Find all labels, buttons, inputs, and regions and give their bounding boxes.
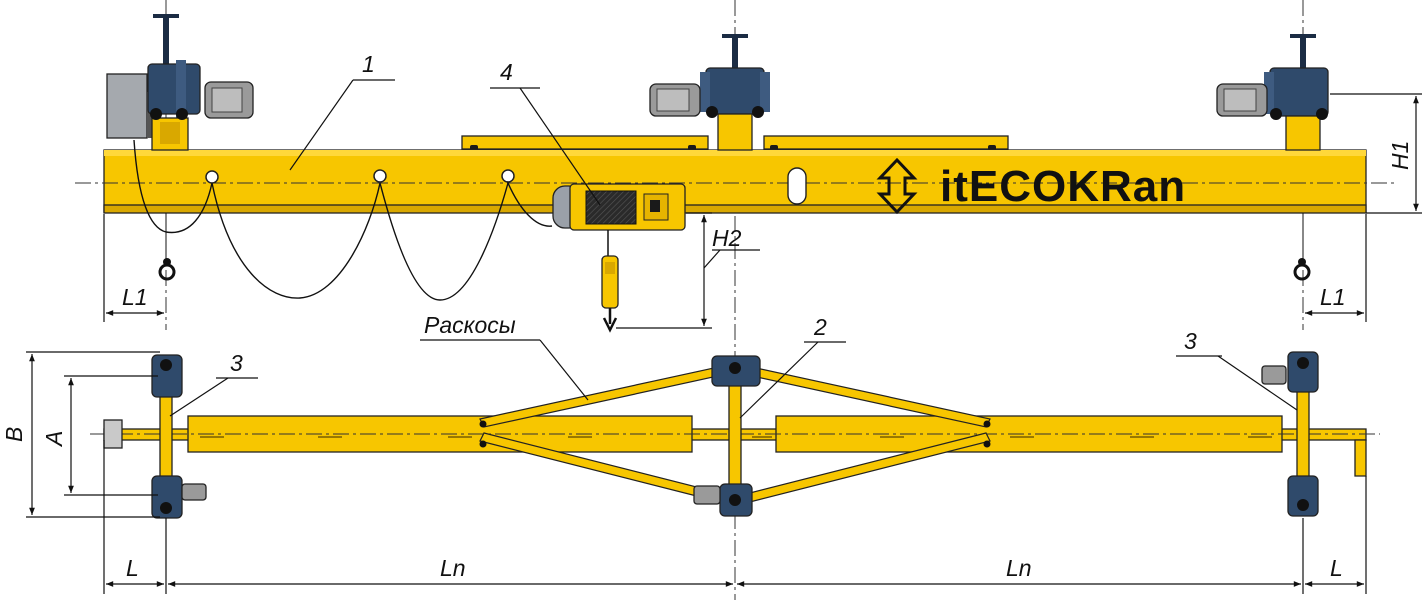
leader-2: 2 [739,314,846,419]
double-arrow-icon [876,157,918,215]
brace-joints [479,420,991,448]
label-part-3-right: 3 [1184,328,1197,354]
label-a: A [41,431,67,448]
dim-b: B [1,351,160,518]
rail-left [163,18,169,100]
label-l-right: L [1330,555,1343,581]
label-ln-left: Ln [440,555,466,581]
label-part-4: 4 [500,59,513,85]
plan-motor-center [693,485,721,505]
platform-plate-left [461,135,709,150]
label-l1-left: L1 [122,284,148,310]
label-l-left: L [126,555,139,581]
plan-motor-left [181,483,207,501]
dim-a: A [41,375,158,496]
festoon-cable [133,139,553,301]
cable-eyes [205,169,515,184]
label-part-2: 2 [813,314,827,340]
elevation-view: itECOKRan H1 H2 L1 L1 [75,0,1422,600]
dim-l1-left: L1 [103,214,164,322]
hoist [552,183,686,258]
dim-chain-bottom: L Ln Ln L [103,440,1367,594]
label-b: B [1,427,27,442]
hook-block [601,255,619,333]
plan-carriage-center [693,355,761,517]
label-l1-right: L1 [1320,284,1346,310]
label-part-1: 1 [362,51,375,77]
plan-carriage-left [103,354,207,519]
leader-3-right: 3 [1176,328,1298,411]
beam-end-return [1354,439,1367,477]
leader-4: 4 [490,59,601,206]
label-part-3-left: 3 [230,350,243,376]
platform-plate-right [763,135,1009,150]
hook-right [1293,213,1311,281]
plan-view: Раскосы 2 3 3 B A [1,312,1380,594]
dim-h1: H1 [1330,93,1422,214]
dim-l1-right: L1 [1305,214,1367,322]
end-carriage-center [649,34,770,151]
label-braces: Раскосы [424,312,516,338]
girder [103,149,1367,213]
plan-motor-right [1261,365,1287,385]
end-carriage-left [106,14,254,151]
label-h1: H1 [1387,141,1413,170]
plan-panel-box [103,419,123,449]
hook-left [158,213,176,281]
girder-top-flange [104,150,1366,156]
leader-1: 1 [289,51,395,171]
electrical-panel [106,73,148,139]
wheel-block-left [147,63,201,115]
girder-slot [787,167,807,205]
leader-braces: Раскосы [420,312,589,401]
brand-logo: itECOKRan [876,157,1186,215]
girder-bottom-flange [103,204,1367,214]
leader-3-left: 3 [169,350,258,417]
brand-name: itECOKRan [940,162,1186,211]
label-h2: H2 [712,225,742,251]
plan-carriage-right [1261,351,1319,517]
yoke-center [717,113,753,151]
dim-h2: H2 [616,212,760,329]
end-carriage-right [1216,34,1329,151]
yoke-right [1285,115,1321,151]
label-ln-right: Ln [1006,555,1032,581]
